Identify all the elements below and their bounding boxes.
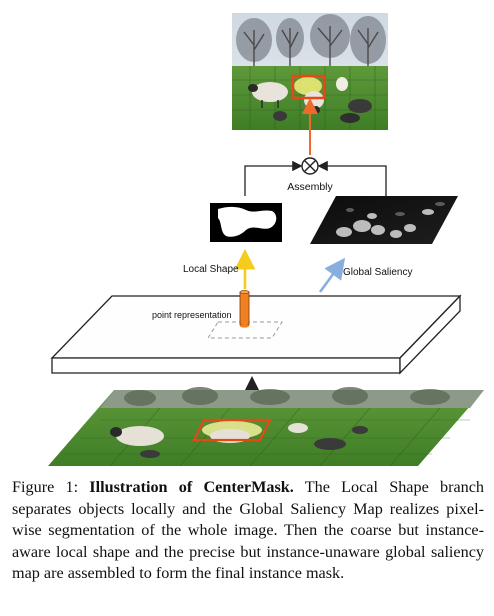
centermask-figure: Assembly Local Shape Global Saliency — [48, 13, 484, 467]
caption-prefix: Figure 1: — [12, 478, 90, 496]
global-saliency-label: Global Saliency — [343, 267, 412, 278]
assembly-operator-icon — [301, 157, 319, 175]
caption-title: Illustration of CenterMask. — [89, 478, 294, 496]
assembly-label: Assembly — [287, 181, 333, 193]
local-shape-connector — [244, 160, 303, 196]
global-saliency-connector — [317, 160, 387, 196]
point-representation-label: point representation — [152, 310, 232, 320]
local-shape-mask — [210, 203, 282, 242]
input-image — [48, 387, 484, 467]
caption-body: The Local Shape branch separates objects… — [12, 478, 485, 583]
global-saliency-arrow — [318, 257, 346, 293]
local-shape-label: Local Shape — [183, 264, 239, 275]
feature-map-slab — [50, 294, 462, 375]
figure-caption: Figure 1: Illustration of CenterMask. Th… — [12, 477, 484, 585]
point-representation-column — [239, 290, 250, 328]
global-saliency-map — [310, 196, 458, 244]
